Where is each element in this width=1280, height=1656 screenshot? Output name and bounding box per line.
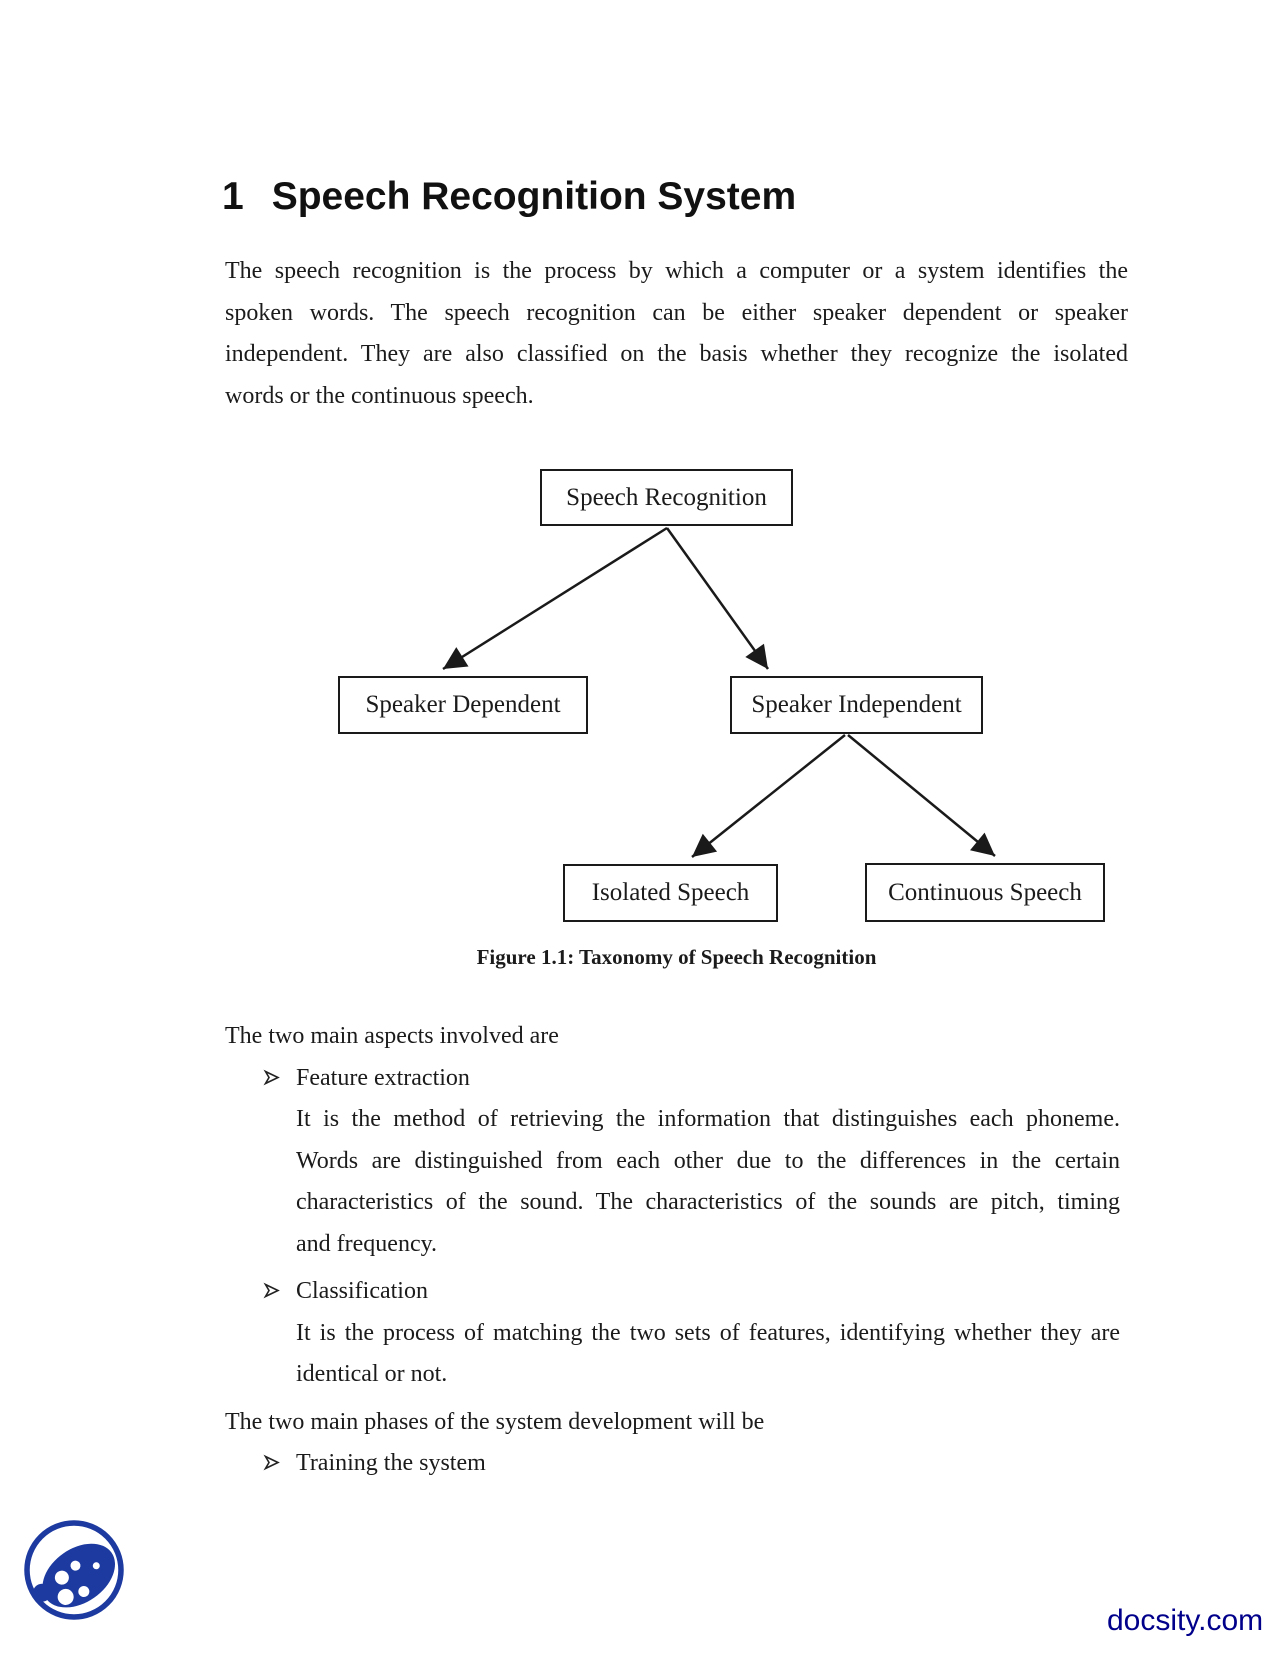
diagram-node-speaker-independent: Speaker Independent <box>730 676 983 734</box>
section-number: 1 <box>222 175 244 218</box>
bullet-label: Training the system <box>296 1450 486 1476</box>
section-title-text: Speech Recognition System <box>271 175 797 218</box>
bullet-arrow-icon <box>263 1058 296 1100</box>
diagram-node-speaker-dependent: Speaker Dependent <box>338 676 588 734</box>
intro-line: The speech recognition is the process by… <box>225 258 1128 284</box>
intro-line: words or the continuous speech. <box>225 382 534 409</box>
bullet-label: Feature extraction <box>296 1064 470 1091</box>
body-text: The two main aspects involved are Featur… <box>225 1016 1128 1485</box>
docsity-logo <box>22 1518 126 1628</box>
bullet-description-line: It is the method of retrieving the infor… <box>296 1106 1120 1132</box>
bullet-arrow-icon <box>263 1271 296 1313</box>
bullet-description-line: identical or not. <box>296 1361 448 1387</box>
taxonomy-diagram: Speech Recognition Speaker Dependent Spe… <box>300 440 1120 940</box>
figure-caption: Figure 1.1: Taxonomy of Speech Recogniti… <box>476 945 877 969</box>
intro-line: independent. They are also classified on… <box>225 341 1128 367</box>
diagram-node-continuous-speech: Continuous Speech <box>865 863 1105 922</box>
section-heading: 1 Speech Recognition System <box>222 172 796 222</box>
diagram-arrows <box>442 526 996 858</box>
bullet-item-training-the-system: Training the system <box>225 1443 1128 1485</box>
bullet-item-feature-extraction: Feature extraction <box>225 1058 1128 1100</box>
phases-heading: The two main phases of the system develo… <box>225 1408 765 1435</box>
aspects-heading: The two main aspects involved are <box>225 1023 559 1049</box>
bullet-description-line: characteristics of the sound. The charac… <box>296 1189 1120 1215</box>
diagram-node-isolated-speech: Isolated Speech <box>563 864 778 922</box>
bullet-label: Classification <box>296 1278 428 1304</box>
docsity-watermark: docsity.com <box>1107 1604 1264 1637</box>
bullet-description-line: It is the process of matching the two se… <box>296 1319 1120 1346</box>
bullet-item-classification: Classification <box>225 1271 1128 1313</box>
intro-line: spoken words. The speech recognition can… <box>225 299 1128 326</box>
bullet-description-line: Words are distinguished from each other … <box>296 1147 1120 1174</box>
diagram-node-speech-recognition: Speech Recognition <box>540 469 793 526</box>
intro-paragraph: The speech recognition is the process by… <box>225 251 1128 417</box>
bullet-arrow-icon <box>263 1443 296 1485</box>
bullet-description-line: and frequency. <box>296 1230 438 1257</box>
